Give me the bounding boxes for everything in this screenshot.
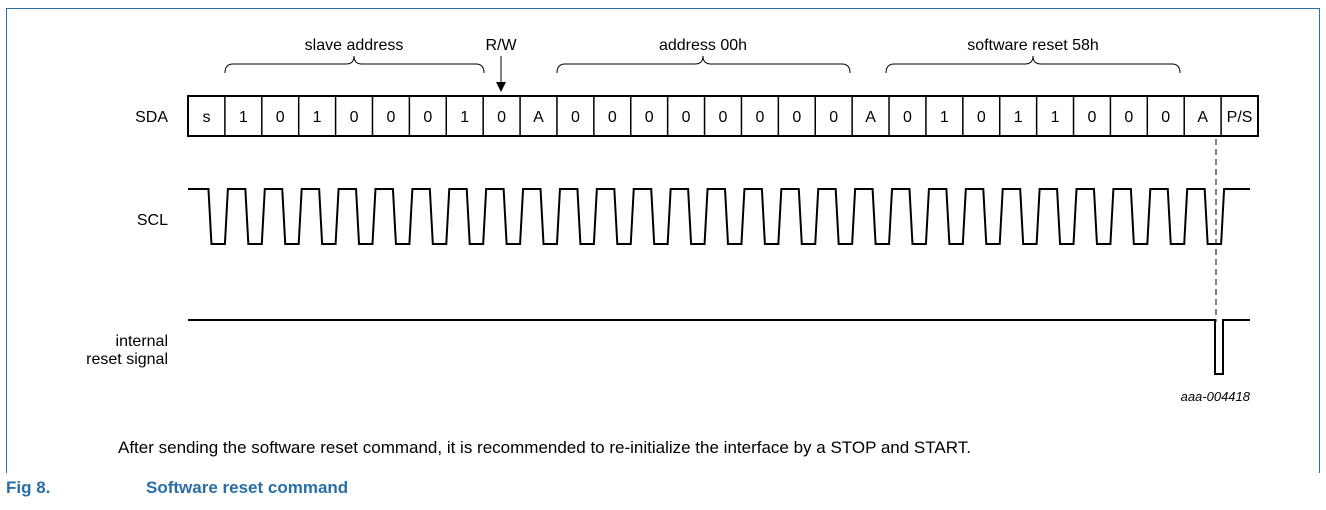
- figure-caption: After sending the software reset command…: [118, 438, 971, 457]
- reset-label-line1: internal: [116, 333, 168, 350]
- sda-label: SDA: [135, 109, 168, 126]
- sda-cell-12: 0: [645, 109, 654, 126]
- sda-cell-18: A: [865, 109, 876, 126]
- brace-label-reset-cmd: software reset 58h: [967, 37, 1099, 54]
- sda-cell-27: A: [1197, 109, 1208, 126]
- sda-cell-20: 1: [940, 109, 949, 126]
- sda-cell-24: 0: [1088, 109, 1097, 126]
- figure-border: [6, 8, 1320, 473]
- sda-cell-2: 0: [276, 109, 285, 126]
- sda-cell-22: 1: [1014, 109, 1023, 126]
- sda-cell-26: 0: [1161, 109, 1170, 126]
- sda-row: s 1 0 1 0 0 0 1 0 A 0 0 0 0 0 0 0 0 A 0 1 0 1 1 0 0 0 A P/S: [187, 95, 1259, 137]
- sda-cell-4: 0: [350, 109, 359, 126]
- sda-cell-16: 0: [792, 109, 801, 126]
- sda-cell-5: 0: [386, 109, 395, 126]
- sda-cell-25: 0: [1124, 109, 1133, 126]
- scl-waveform: [188, 188, 1250, 245]
- brace-label-address: address 00h: [659, 37, 747, 54]
- brace-address: [556, 55, 851, 74]
- sda-cell-11: 0: [608, 109, 617, 126]
- rw-arrow-head: [496, 82, 506, 92]
- brace-label-slave-address: slave address: [305, 37, 404, 54]
- sda-cell-14: 0: [719, 109, 728, 126]
- sda-cell-17: 0: [829, 109, 838, 126]
- reset-waveform: [188, 319, 1250, 375]
- sda-frame: [187, 95, 1259, 137]
- figure-number: Fig 8.: [6, 478, 51, 497]
- sda-cell-7: 1: [460, 109, 469, 126]
- sda-cell-8: 0: [497, 109, 506, 126]
- figure-title: Software reset command: [146, 478, 349, 497]
- brace-slave-address: [224, 55, 485, 74]
- rw-label: R/W: [485, 37, 517, 54]
- sda-cell-0: s: [202, 109, 210, 126]
- sda-cell-28: P/S: [1227, 109, 1253, 126]
- sda-cell-23: 1: [1051, 109, 1060, 126]
- sda-cell-19: 0: [903, 109, 912, 126]
- sda-cell-13: 0: [682, 109, 691, 126]
- reset-label-line2: reset signal: [86, 351, 168, 368]
- sda-cell-10: 0: [571, 109, 580, 126]
- scl-label: SCL: [137, 212, 168, 229]
- ref-code: aaa-004418: [1181, 389, 1251, 404]
- sda-cell-21: 0: [977, 109, 986, 126]
- sda-cell-6: 0: [423, 109, 432, 126]
- sda-cell-15: 0: [755, 109, 764, 126]
- sda-cell-9: A: [533, 109, 544, 126]
- sda-cell-3: 1: [313, 109, 322, 126]
- brace-reset-cmd: [885, 55, 1181, 74]
- sda-cell-1: 1: [239, 109, 248, 126]
